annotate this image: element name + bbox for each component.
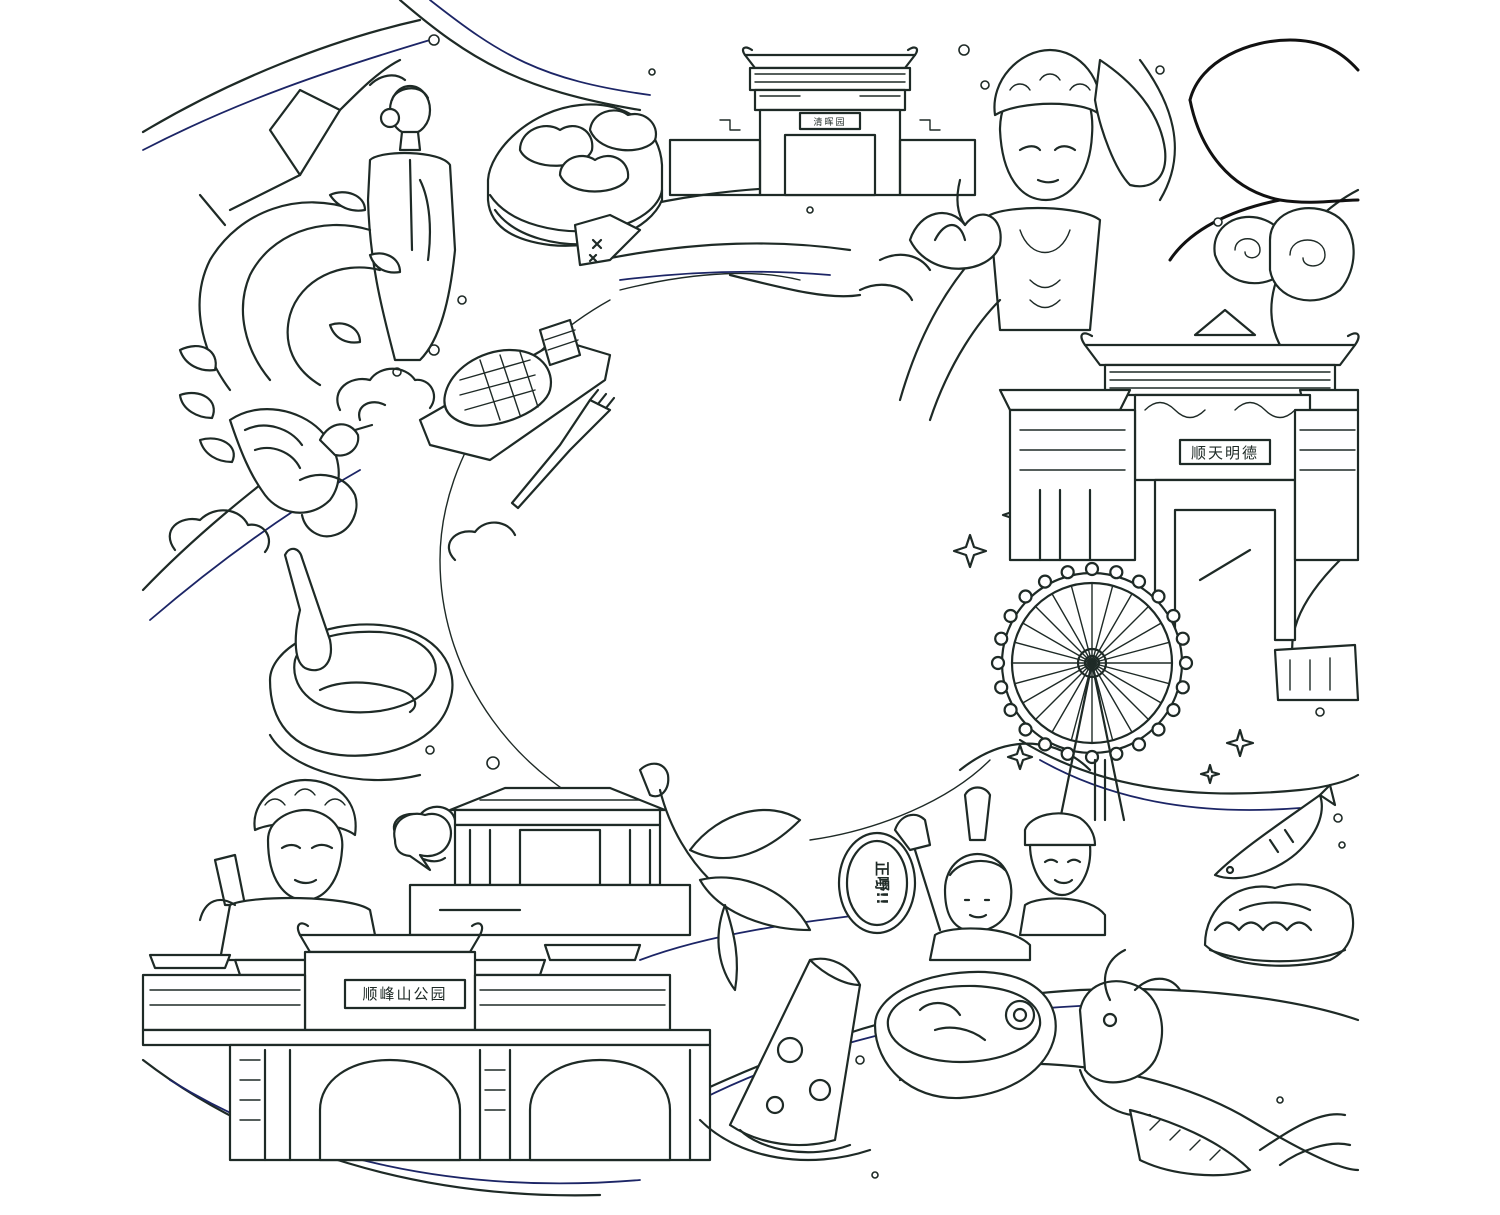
- speech-bubble: [393, 812, 453, 872]
- noodle-bowl: [873, 970, 1057, 1100]
- wheel-spoke: [1034, 605, 1093, 664]
- wheel-spoke: [1051, 593, 1093, 664]
- wheel-spoke: [1034, 662, 1093, 721]
- dumplings: [1203, 883, 1355, 967]
- swirl-buns: [1213, 207, 1355, 302]
- wheel-gondola: [1060, 565, 1075, 580]
- wheel-gondola: [994, 680, 1009, 695]
- wheel-spoke: [1091, 593, 1133, 664]
- wheel-gondola: [1084, 561, 1100, 577]
- shunfeng-park-sign: 顺峰山公园: [362, 985, 447, 1003]
- qinghui-garden-hall: 清晖园: [668, 46, 977, 197]
- lily-leaves: [638, 762, 812, 992]
- wheel-gondola: [1166, 702, 1181, 718]
- shuntian-gate: 顺天明德: [998, 308, 1360, 642]
- girl-in-hat: [963, 786, 1107, 937]
- lotus-flower: [858, 178, 1002, 302]
- wheel-spoke: [1091, 622, 1162, 664]
- wheel-spoke: [1014, 662, 1093, 685]
- wheel-gondola: [1131, 737, 1147, 752]
- tart-plate: [418, 318, 612, 462]
- wheel-gondola: [1037, 737, 1053, 752]
- shuntian-gate-sign: 顺天明德: [1191, 444, 1259, 462]
- wheel-gondola: [1151, 722, 1166, 737]
- wheel-spoke: [1091, 605, 1150, 664]
- wheel-gondola: [1178, 655, 1194, 671]
- champagne-glass: [198, 58, 407, 227]
- dessert-bowl: [268, 547, 454, 782]
- wheel-gondola: [1018, 722, 1033, 737]
- pizza-slice: [698, 957, 872, 1162]
- peacock: [178, 191, 402, 538]
- wheel-spoke: [1022, 662, 1093, 704]
- wheel-spoke: [1051, 662, 1093, 733]
- wheel-gondola: [1131, 574, 1147, 589]
- wheel-spoke: [1091, 585, 1114, 664]
- wheel-spoke: [1091, 662, 1170, 685]
- wheel-spoke: [1091, 662, 1150, 721]
- pavilion: [408, 786, 692, 937]
- wheel-gondola: [994, 631, 1009, 646]
- dragon-head: [1078, 948, 1352, 1177]
- opera-performer-bottom: [198, 778, 382, 962]
- woman-in-qipao: [366, 84, 457, 362]
- shunfeng-park-gate: 顺峰山公园: [141, 922, 712, 1162]
- ferris-wheel: [990, 561, 1194, 822]
- tram-car: [1198, 548, 1360, 702]
- wheel-gondola: [1175, 680, 1190, 695]
- wheel-gondola: [1037, 574, 1053, 589]
- wheel-gondola: [1151, 589, 1166, 604]
- wheel-spoke: [1070, 585, 1093, 664]
- wheel-gondola: [1018, 589, 1033, 604]
- wheel-spoke: [1091, 662, 1162, 704]
- fork: [510, 388, 616, 510]
- opera-performer-top: [898, 48, 1176, 422]
- wheel-spoke: [1022, 622, 1093, 664]
- wheel-gondola: [1166, 608, 1181, 624]
- wheel-gondola: [1003, 702, 1018, 718]
- wheel-gondola: [1003, 608, 1018, 624]
- dim-sum-basket: [486, 103, 664, 267]
- fan-sign-text: 正嘢!!: [873, 861, 891, 905]
- wheel-gondola: [990, 655, 1006, 671]
- wheel-gondola: [1084, 749, 1100, 765]
- wheel-spoke: [1091, 641, 1170, 664]
- qinghui-sign: 清晖园: [813, 116, 846, 128]
- wheel-spoke: [1014, 641, 1093, 664]
- fan-sign: 正嘢!!: [837, 813, 942, 935]
- wheel-gondola: [1175, 631, 1190, 646]
- boy-figure: [928, 852, 1032, 962]
- wheel-spoke: [1091, 662, 1133, 733]
- wheel-gondola: [1109, 565, 1124, 580]
- fish: [1213, 783, 1337, 880]
